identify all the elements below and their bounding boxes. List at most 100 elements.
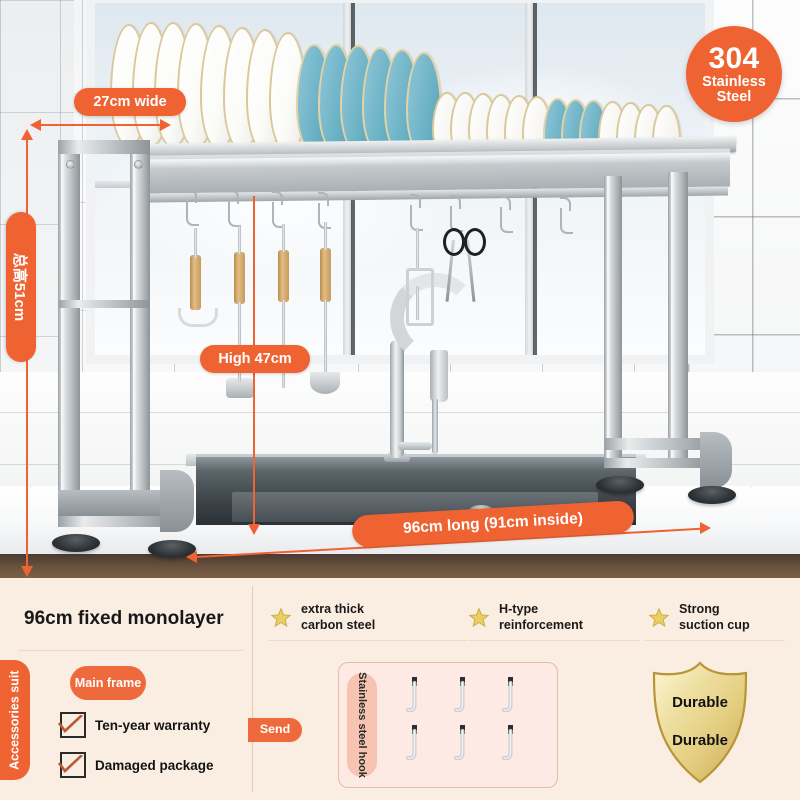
- utensil-masher-head: [226, 378, 254, 398]
- durable-shield-badge: Durable Durable: [632, 660, 768, 786]
- utensil-ladle-shaft: [324, 300, 327, 374]
- accessories-tab-label: Accessories suit: [7, 670, 22, 770]
- leg-screw: [134, 160, 143, 169]
- rack-hook: [559, 197, 573, 234]
- rack-hook: [227, 190, 241, 227]
- feature-line1: extra thick: [301, 602, 364, 616]
- checkbox[interactable]: [58, 752, 86, 778]
- height-arrow-head-top: [21, 129, 33, 140]
- suction-cup-foot: [596, 476, 644, 494]
- check-label: Ten-year warranty: [95, 717, 211, 733]
- faucet-sprayer-wand: [432, 398, 438, 454]
- feature-h-type-reinforcement: H-type reinforcement: [468, 602, 583, 633]
- faucet-handle: [398, 442, 432, 450]
- utensil-fork-handle: [278, 250, 289, 302]
- leg-highlight: [671, 172, 675, 462]
- star-icon: [270, 607, 292, 628]
- main-frame-label: Main frame: [70, 666, 146, 700]
- suction-cup-foot: [52, 534, 100, 552]
- panel-divider: [268, 640, 468, 642]
- rack-base-right-curve: [700, 432, 732, 488]
- product-photo: 27cm wide 总高51cm High 47cm 96cm long (91…: [0, 0, 800, 578]
- feature-extra-thick-carbon-steel: extra thick carbon steel: [270, 602, 375, 633]
- rack-base-right-bar2: [604, 458, 708, 468]
- utensil-masher-rod: [238, 226, 241, 254]
- panel-divider: [645, 640, 785, 642]
- shield-line1: Durable: [672, 694, 728, 711]
- accessories-suit-tab: Accessories suit: [0, 660, 30, 780]
- utensil-peeler-rod: [194, 228, 197, 258]
- check-icon: [58, 755, 83, 773]
- utensil-scissors-ring: [443, 228, 465, 256]
- feature-text: Strong suction cup: [679, 602, 750, 633]
- utensil-fork-shaft: [282, 300, 285, 388]
- feature-line2: carbon steel: [301, 617, 376, 632]
- rack-hook: [185, 189, 199, 226]
- leg-highlight: [607, 176, 611, 464]
- callout-total-height: 总高51cm: [6, 212, 36, 362]
- hook-icon: [406, 677, 417, 713]
- utensil-fork-rod: [282, 224, 285, 252]
- leg-highlight: [133, 142, 137, 494]
- hook-icon: [454, 677, 465, 713]
- rack-base-left-bar: [58, 516, 174, 527]
- width-arrow-head-left: [30, 119, 41, 131]
- star-icon: [648, 607, 670, 628]
- feature-line1: H-type: [499, 602, 539, 616]
- utensil-ladle-handle: [320, 248, 331, 302]
- rack-leg-right-outer: [668, 172, 688, 462]
- rack-leg-left-inner: [130, 142, 150, 494]
- utensil-corkscrew-rod: [416, 228, 419, 268]
- rack-leg-left-mid-brace: [58, 300, 150, 308]
- check-damaged-package: Damaged package: [58, 752, 214, 778]
- suction-cup-foot: [688, 486, 736, 504]
- feature-line1: Strong: [679, 602, 720, 616]
- rack-leg-left-outer: [58, 140, 80, 500]
- check-label: Damaged package: [95, 757, 214, 773]
- shield-icon: [652, 661, 748, 784]
- utensil-ladle-bowl: [310, 372, 340, 394]
- badge-number: 304: [708, 42, 760, 76]
- rack-hook: [499, 196, 513, 233]
- callout-width: 27cm wide: [74, 88, 186, 116]
- feature-text: H-type reinforcement: [499, 602, 583, 633]
- feature-strong-suction-cup: Strong suction cup: [648, 602, 750, 633]
- utensil-masher-handle: [234, 252, 245, 304]
- utensil-scissors-ring: [464, 228, 486, 256]
- faucet-spout-head: [430, 350, 448, 402]
- length-arrow-head-right: [700, 522, 711, 534]
- rack-hook: [271, 191, 285, 228]
- hook-icon: [502, 677, 513, 713]
- hook-icon: [502, 725, 513, 761]
- panel-divider: [470, 640, 640, 642]
- wood-cabinet: [0, 554, 800, 578]
- stainless-steel-hook-box: Stainless steel hook: [338, 662, 558, 788]
- width-arrow-line: [40, 124, 162, 127]
- hook-box-label-tab: Stainless steel hook: [347, 672, 377, 778]
- faucet-neck: [390, 340, 404, 458]
- check-icon: [58, 715, 83, 733]
- badge-304-stainless-steel: 304 Stainless Steel: [686, 26, 782, 122]
- suction-cup-foot: [148, 540, 196, 558]
- leg-screw: [66, 160, 75, 169]
- shelf-height-arrow-head-bottom: [248, 524, 260, 535]
- dish-drying-rack: [52, 22, 736, 558]
- feature-line2: suction cup: [679, 617, 750, 632]
- leg-highlight: [61, 140, 65, 500]
- checkbox[interactable]: [58, 712, 86, 738]
- rack-base-left-curve: [160, 470, 194, 532]
- panel-divider: [252, 586, 254, 792]
- rack-leg-left-top-brace: [58, 140, 150, 154]
- utensil-corkscrew-body: [406, 268, 434, 326]
- utensil-peeler-handle: [190, 255, 201, 310]
- send-label: Send: [248, 718, 302, 742]
- length-arrow-head-left: [186, 551, 197, 563]
- utensil-masher-shaft: [238, 302, 241, 382]
- feature-line2: reinforcement: [499, 617, 583, 632]
- hook-icon: [406, 725, 417, 761]
- callout-shelf-height: High 47cm: [200, 345, 310, 373]
- panel-title: 96cm fixed monolayer: [24, 608, 224, 629]
- shield-line2: Durable: [672, 732, 728, 749]
- feature-text: extra thick carbon steel: [301, 602, 375, 633]
- panel-divider: [18, 650, 244, 652]
